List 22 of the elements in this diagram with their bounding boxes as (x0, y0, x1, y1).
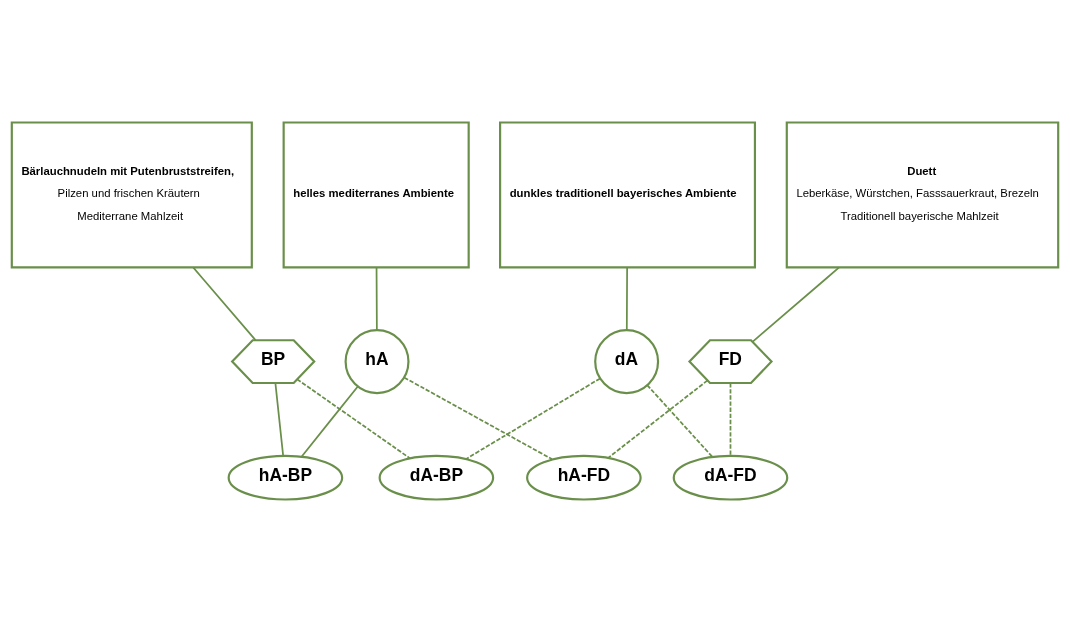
node-ellipse: dA-BP (378, 454, 495, 501)
node-box: dunkles traditionell bayerisches Ambiente (499, 120, 756, 268)
connector (296, 378, 411, 459)
connector (465, 377, 601, 460)
node-circle: hA (344, 328, 410, 394)
connector (375, 266, 378, 331)
node-box: Duett Leberkäse, Würstchen, Fasssauerkraut, Brezeln Traditionell bayerische Mahlzeit (785, 120, 1060, 268)
connector (192, 266, 257, 341)
node-ellipse: hA-BP (227, 454, 344, 501)
node-box: helles mediterranes Ambiente (282, 120, 470, 268)
connector (300, 385, 359, 457)
connector (607, 379, 709, 459)
connector (403, 376, 554, 460)
connector (274, 381, 285, 457)
node-box: Bärlauchnudeln mit Putenbruststreifen, Pilzen und frischen Kräutern Mediterrane Mahlzeit (10, 120, 253, 268)
connector (625, 266, 628, 331)
connector (646, 383, 714, 458)
node-ellipse: dA-FD (672, 454, 789, 501)
connector (729, 381, 732, 456)
node-ellipse: hA-FD (526, 454, 642, 501)
connector (751, 266, 840, 342)
node-circle: dA (594, 328, 660, 394)
